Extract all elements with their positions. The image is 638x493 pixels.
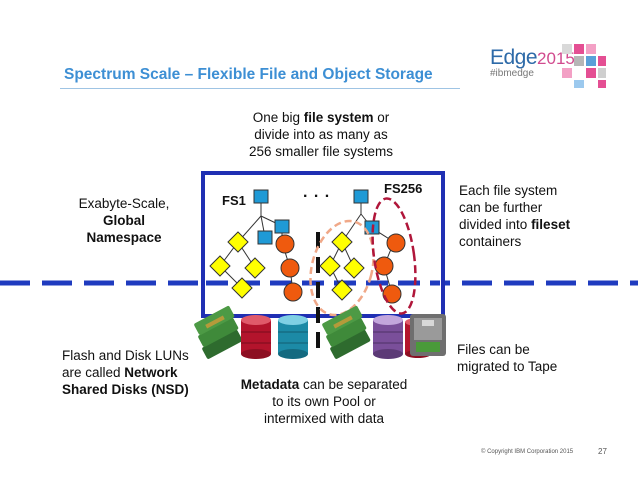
left-caption: Exabyte-Scale, Global Namespace <box>66 195 182 246</box>
disk-cylinder-icon <box>278 315 308 359</box>
flash-module-icon <box>322 306 371 359</box>
file-node <box>209 255 231 277</box>
left-caption-line1: Exabyte-Scale, <box>78 196 170 211</box>
top-caption-line1: One big file system or <box>252 110 390 125</box>
copyright: © Copyright IBM Corporation 2015 <box>481 449 574 455</box>
file-node <box>244 257 266 279</box>
file-node <box>331 279 353 301</box>
fileset-node <box>283 282 303 302</box>
file-node <box>331 231 353 253</box>
metadata-caption-line1: Metadata can be separated <box>240 377 408 392</box>
disk-cylinder-icon <box>241 315 271 359</box>
top-caption-line3: 256 smaller file systems <box>248 144 394 159</box>
directory-node <box>274 219 290 234</box>
top-caption-line2: divide into as many as <box>254 127 388 142</box>
edge-logo: Edge2015 #ibmedge <box>490 44 606 106</box>
right-caption-line3: divided into fileset <box>459 217 571 232</box>
metadata-caption-line2: to its own Pool or <box>272 394 376 409</box>
page-number: 27 <box>598 447 607 456</box>
metadata-caption: Metadata can be separated to its own Poo… <box>226 376 422 427</box>
directory-node <box>257 230 273 245</box>
left-caption-line2: Global <box>102 213 145 228</box>
directory-node <box>253 189 269 204</box>
nsd-caption-line3: Shared Disks (NSD) <box>62 382 189 397</box>
tape-caption: Files can be migrated to Tape <box>457 341 587 375</box>
top-caption: One big file system or divide into as ma… <box>222 109 420 160</box>
file-node <box>343 257 365 279</box>
ellipsis: . . . <box>303 184 331 201</box>
file-node <box>319 255 341 277</box>
right-caption: Each file system can be further divided … <box>459 182 599 250</box>
fileset-node <box>275 234 295 254</box>
flash-module-icon <box>194 306 243 359</box>
tape-caption-line2: migrated to Tape <box>457 359 558 374</box>
nsd-caption-line2: are called Network <box>62 365 178 380</box>
disk-cylinder-icon <box>373 315 403 359</box>
left-caption-line3: Namespace <box>86 230 162 245</box>
directory-node <box>353 189 369 204</box>
file-node <box>231 277 253 299</box>
fs256-tree <box>319 189 406 304</box>
title-divider <box>60 88 460 89</box>
tape-cartridge-icon <box>410 314 446 356</box>
right-caption-line4: containers <box>459 234 522 249</box>
nsd-caption: Flash and Disk LUNs are called Network S… <box>62 347 212 398</box>
right-caption-line2: can be further <box>459 200 543 215</box>
nsd-caption-line1: Flash and Disk LUNs <box>62 348 189 363</box>
fs1-label: FS1 <box>222 193 246 208</box>
file-node <box>227 231 249 253</box>
right-caption-line1: Each file system <box>459 183 558 198</box>
logo-hashtag: #ibmedge <box>490 68 534 79</box>
fs1-tree <box>209 189 303 302</box>
slide-title: Spectrum Scale – Flexible File and Objec… <box>64 66 433 83</box>
metadata-caption-line3: intermixed with data <box>263 411 385 426</box>
fileset-outline <box>371 197 417 315</box>
fileset-node <box>386 233 406 253</box>
logo-mosaic-icon <box>562 44 606 88</box>
fileset-outline <box>309 219 375 317</box>
fileset-node <box>280 258 300 278</box>
logo-brand: Edge <box>490 46 538 69</box>
fs256-label: FS256 <box>384 181 423 196</box>
fileset-node <box>382 284 402 304</box>
tape-caption-line1: Files can be <box>457 342 530 357</box>
